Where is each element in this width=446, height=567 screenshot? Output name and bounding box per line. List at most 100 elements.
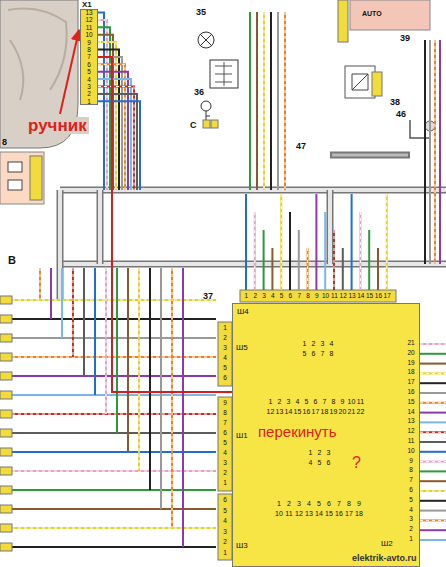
node-label: X1 (82, 1, 92, 9)
wire (245, 194, 247, 290)
wire (12, 318, 216, 320)
socket-pin: 9 (354, 500, 364, 507)
socket-pin: 5 (314, 500, 324, 507)
callout-number: 39 (400, 34, 410, 43)
harness (60, 262, 446, 266)
callout-number: 38 (390, 98, 400, 107)
wire (12, 432, 216, 434)
wire-stripe (281, 194, 282, 290)
wire (270, 12, 272, 190)
connector-pin (0, 334, 12, 342)
wire (420, 421, 446, 423)
wire (256, 12, 258, 190)
wire-stripe (307, 248, 308, 290)
connector-pin (0, 467, 12, 475)
cluster-detail (10, 40, 23, 100)
wire (98, 57, 122, 190)
socket-pin: 2 (315, 449, 324, 456)
wire (420, 470, 446, 472)
relay-symbol (345, 66, 375, 98)
wire (98, 27, 110, 190)
callout-number: С (190, 121, 197, 130)
pin-number: 1 (218, 550, 232, 557)
relay-housing (0, 152, 44, 204)
pin-number: 3 (218, 460, 232, 467)
lamp-symbol (200, 34, 212, 46)
wire-stripe (420, 520, 446, 521)
wire (284, 12, 286, 190)
wire-stripe (420, 461, 446, 462)
pin-number: 3 (218, 345, 232, 352)
wire-stripe (12, 471, 216, 472)
socket-pin: 7 (318, 350, 327, 357)
connector-pin (203, 120, 210, 128)
wire (94, 268, 96, 395)
wire (116, 268, 118, 433)
socket-pin: 6 (324, 500, 334, 507)
pin-number: 5 (81, 69, 97, 76)
wire (420, 412, 446, 414)
harness (60, 187, 446, 194)
wire (105, 268, 107, 414)
pin-number: 5 (218, 508, 232, 515)
wire (420, 382, 446, 384)
pin-number: 16 (374, 293, 383, 300)
wire (138, 268, 140, 471)
wire (98, 50, 119, 191)
wire-stripe (386, 194, 387, 290)
wire (420, 490, 446, 492)
wire-stripe (420, 373, 446, 374)
connector-strip (240, 290, 396, 302)
annotation-arrow (60, 30, 79, 114)
pin-number: 9 (312, 293, 321, 300)
wire (420, 529, 446, 531)
wire-stripe (12, 528, 216, 529)
wire (315, 194, 317, 290)
wire (12, 489, 216, 491)
node-label: Ш3 (236, 542, 248, 550)
wire (439, 40, 441, 264)
socket-pin: 20 (338, 408, 347, 415)
socket-pin: 10 (274, 510, 284, 517)
pin-number: 5 (404, 497, 418, 504)
connector-strip (218, 494, 232, 560)
connector-pin (0, 372, 12, 380)
wire (420, 372, 446, 374)
socket-pin: 11 (284, 510, 294, 517)
harness (98, 190, 102, 264)
socket-pin: 2 (284, 500, 294, 507)
pin-number: 14 (356, 293, 365, 300)
socket-pin: 8 (327, 350, 336, 357)
pin-number: 4 (268, 293, 277, 300)
pin-number: 13 (348, 293, 357, 300)
wire-stripe (12, 357, 216, 358)
wire-stripe (285, 12, 286, 190)
wire (98, 20, 107, 190)
socket-pin: 12 (294, 510, 304, 517)
wire (12, 394, 216, 396)
socket-pin: 19 (329, 408, 338, 415)
socket-pin: 6 (311, 398, 320, 405)
wire (12, 527, 216, 529)
wire (263, 12, 265, 190)
pin-number: 11 (330, 293, 339, 300)
pin-number: 2 (251, 293, 260, 300)
pin-number: 20 (404, 350, 418, 357)
socket-pin: 3 (294, 500, 304, 507)
wire (182, 268, 184, 547)
wire (434, 40, 436, 264)
callout-number: 46 (396, 110, 406, 119)
connector-pin (0, 296, 12, 304)
pin-number: 2 (218, 470, 232, 477)
wire (72, 268, 74, 357)
node-label: Ш5 (236, 344, 248, 352)
wire (160, 268, 162, 509)
wire-stripe (172, 268, 173, 528)
pin-number: 11 (81, 25, 97, 32)
key-symbol (201, 101, 211, 111)
pin-number: 9 (81, 40, 97, 47)
wire-stripe (12, 414, 216, 415)
socket-pin: 6 (309, 350, 318, 357)
wire (420, 431, 446, 433)
pin-number: 1 (242, 293, 251, 300)
